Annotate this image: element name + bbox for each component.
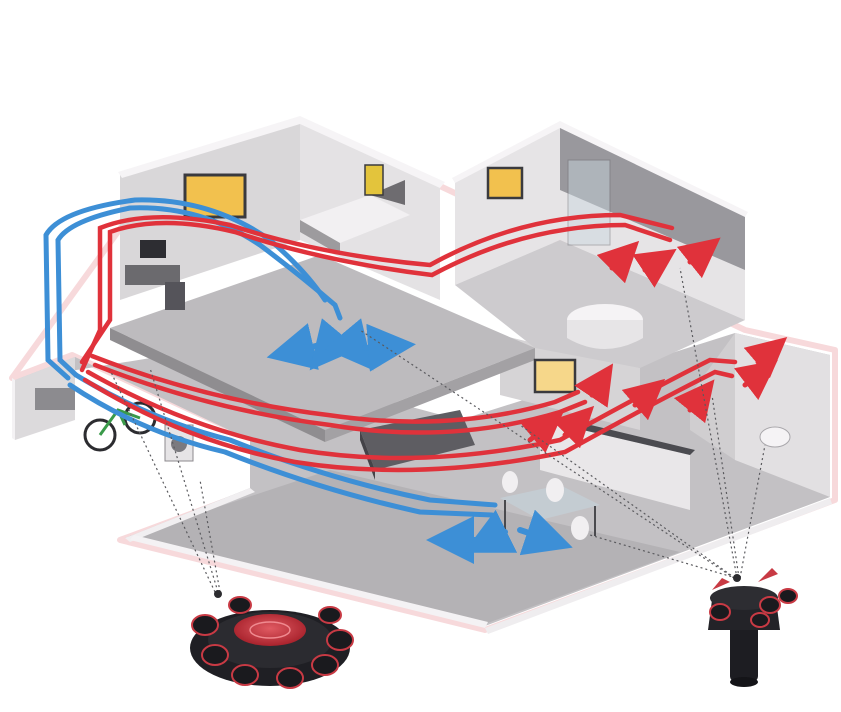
bedroom-wall-top (118, 116, 445, 188)
callout-line-right (711, 394, 740, 579)
bedroom-desk (125, 240, 185, 310)
supply-air-arrows (266, 318, 573, 564)
extract-duct-2 (79, 220, 673, 365)
upper-floor-slab-edge (110, 328, 325, 442)
extract-arrow (673, 379, 715, 424)
supply-arrow (463, 509, 518, 553)
callout-lines (109, 267, 766, 593)
supply-duct-2 (43, 197, 328, 381)
callout-line-left (149, 367, 219, 593)
supply-arrow (362, 323, 416, 372)
callout-dot-left (214, 590, 222, 598)
utility-front-wall (125, 488, 255, 542)
bathtub (567, 304, 643, 349)
wc-toilet (759, 426, 791, 448)
vertical-distribution-box-icon (708, 568, 798, 687)
extract-duct-6 (89, 353, 581, 424)
bathroom-floor (455, 240, 745, 368)
extract-arrow (632, 248, 677, 288)
callout-line-right (519, 424, 736, 579)
shower-glass (567, 159, 611, 246)
extract-arrow (519, 412, 564, 454)
callout-line-right (589, 534, 737, 579)
extract-duct-1 (79, 212, 675, 373)
callout-line-left (109, 369, 216, 593)
extract-duct-5 (92, 362, 588, 435)
extract-arrow (621, 378, 666, 421)
supply-arrow (517, 509, 573, 556)
round-distribution-box-icon (190, 596, 354, 689)
kitchen-window (533, 358, 577, 394)
callout-line-left (199, 479, 221, 593)
bedroom-bed (300, 180, 410, 255)
wall-art (364, 164, 384, 196)
supply-duct-4 (67, 382, 495, 518)
supply-duct-1 (55, 205, 343, 378)
bathroom-window (486, 166, 524, 200)
extract-arrow (551, 405, 595, 449)
bathroom-wall-top (452, 121, 748, 217)
right-low-wall (485, 498, 832, 634)
utility-wall-left (12, 378, 15, 440)
extract-arrow (596, 240, 640, 284)
ventilation-unit (35, 388, 75, 410)
extract-arrow (676, 237, 721, 279)
bathroom-dark-tiles (560, 125, 745, 270)
extract-arrow (743, 336, 788, 379)
extract-arrow (574, 363, 614, 408)
ground-floor-tiles (130, 470, 680, 624)
supply-arrow (324, 318, 374, 371)
extract-air-arrows (519, 237, 788, 454)
callout-dot-right (733, 574, 741, 582)
house-structure (9, 116, 838, 634)
front-long-wall-top (130, 535, 488, 628)
